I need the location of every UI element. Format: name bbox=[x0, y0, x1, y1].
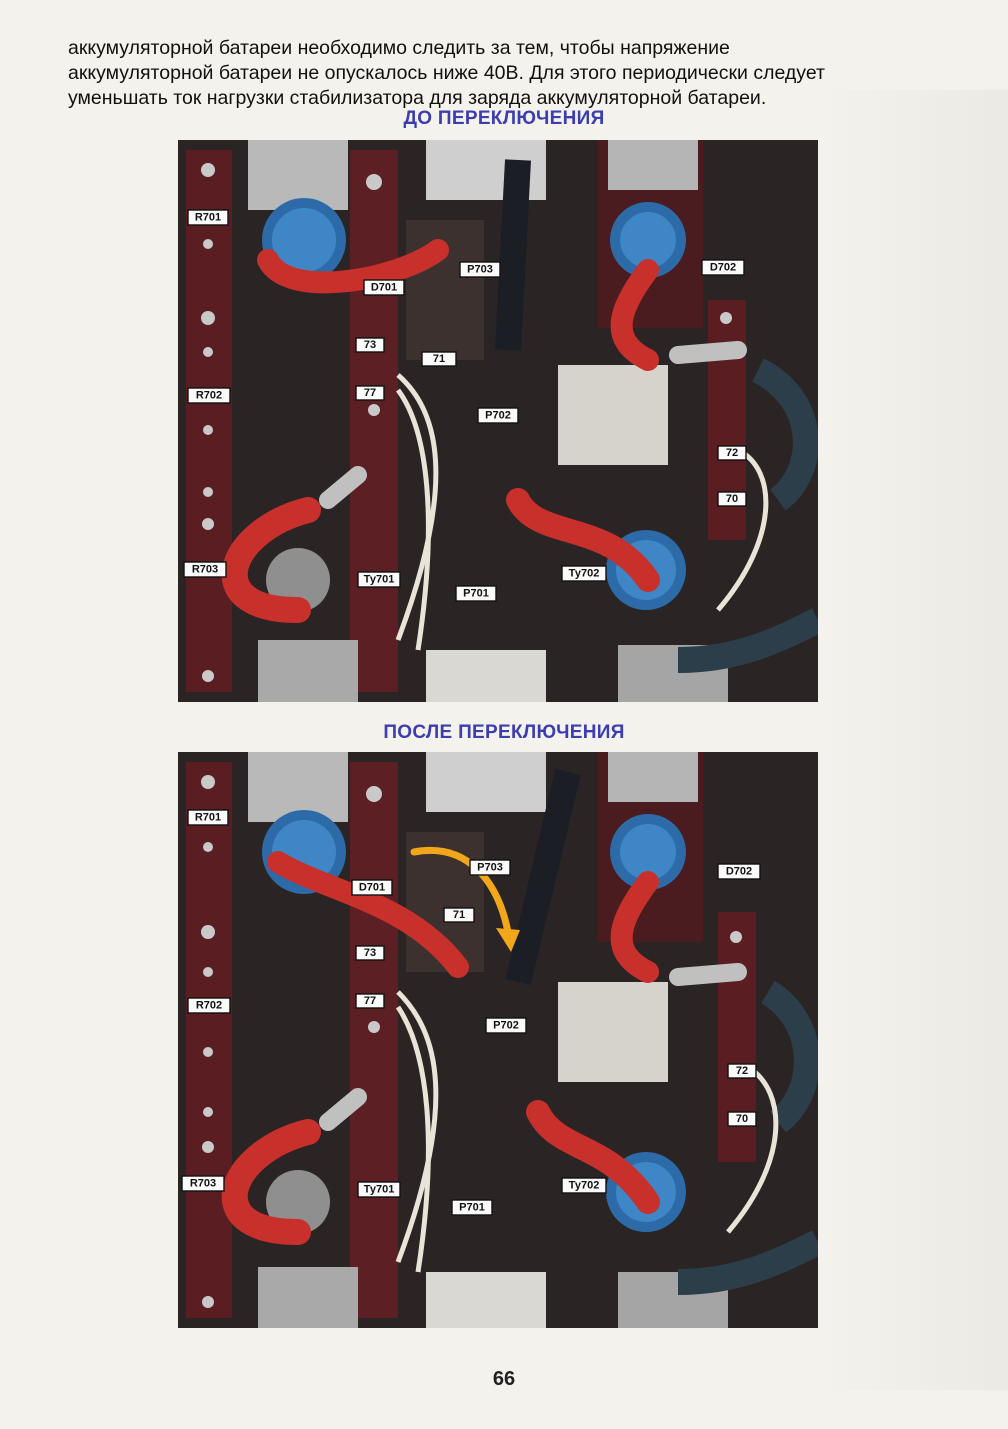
svg-text:Ту701: Ту701 bbox=[364, 1184, 395, 1196]
label-P701: P701 bbox=[451, 1199, 493, 1216]
label-73: 73 bbox=[355, 337, 385, 353]
label-71: 71 bbox=[443, 907, 475, 923]
photo-before-illustration: R701 D701 P703 D702 73 71 R702 77 P702 7… bbox=[178, 140, 818, 702]
paragraph-line: аккумуляторной батареи необходимо следит… bbox=[68, 37, 730, 59]
label-D701: D701 bbox=[363, 279, 405, 296]
label-P702: P702 bbox=[477, 407, 519, 424]
label-R702: R702 bbox=[187, 997, 231, 1014]
label-70: 70 bbox=[717, 491, 747, 507]
svg-text:D701: D701 bbox=[359, 882, 385, 894]
svg-text:73: 73 bbox=[364, 947, 376, 959]
label-P702: P702 bbox=[485, 1017, 527, 1034]
photo-after-switching: R701 P703 D701 D702 71 73 R702 77 P702 7… bbox=[178, 752, 818, 1328]
svg-text:70: 70 bbox=[726, 493, 738, 505]
label-73: 73 bbox=[355, 945, 385, 961]
svg-text:R702: R702 bbox=[196, 1000, 222, 1012]
svg-text:D701: D701 bbox=[371, 282, 397, 294]
label-R703: R703 bbox=[181, 1175, 225, 1192]
svg-text:72: 72 bbox=[726, 447, 738, 459]
svg-text:70: 70 bbox=[736, 1113, 748, 1125]
svg-text:R701: R701 bbox=[195, 812, 221, 824]
label-Ty702: Ту702 bbox=[561, 1177, 607, 1194]
svg-text:P703: P703 bbox=[467, 264, 493, 276]
label-P703: P703 bbox=[459, 261, 501, 278]
label-77: 77 bbox=[355, 385, 385, 401]
label-D702: D702 bbox=[701, 259, 745, 276]
svg-text:77: 77 bbox=[364, 387, 376, 399]
svg-text:71: 71 bbox=[433, 353, 445, 365]
label-72: 72 bbox=[727, 1063, 757, 1079]
svg-text:P701: P701 bbox=[459, 1202, 485, 1214]
label-77: 77 bbox=[355, 993, 385, 1009]
label-72: 72 bbox=[717, 445, 747, 461]
label-R702: R702 bbox=[187, 387, 231, 404]
svg-text:P701: P701 bbox=[463, 588, 489, 600]
photo-before-switching: R701 D701 P703 D702 73 71 R702 77 P702 7… bbox=[178, 140, 818, 702]
svg-text:R701: R701 bbox=[195, 212, 221, 224]
svg-text:R703: R703 bbox=[192, 564, 218, 576]
label-70: 70 bbox=[727, 1111, 757, 1127]
svg-text:Ту702: Ту702 bbox=[569, 568, 600, 580]
svg-text:P702: P702 bbox=[485, 410, 511, 422]
label-D701: D701 bbox=[351, 879, 393, 896]
label-Ty702: Ту702 bbox=[561, 565, 607, 582]
svg-text:72: 72 bbox=[736, 1065, 748, 1077]
svg-text:P703: P703 bbox=[477, 862, 503, 874]
body-paragraph: аккумуляторной батареи необходимо следит… bbox=[68, 36, 934, 111]
label-Ty701: Ту701 bbox=[357, 1181, 401, 1198]
svg-text:Ту702: Ту702 bbox=[569, 1180, 600, 1192]
label-R703: R703 bbox=[183, 561, 227, 578]
paragraph-line: уменьшать ток нагрузки стабилизатора для… bbox=[68, 87, 767, 109]
svg-text:71: 71 bbox=[453, 909, 465, 921]
paragraph-line: аккумуляторной батареи не опускалось ниж… bbox=[68, 62, 825, 84]
svg-text:D702: D702 bbox=[710, 262, 736, 274]
caption-after: ПОСЛЕ ПЕРЕКЛЮЧЕНИЯ bbox=[383, 722, 625, 743]
label-R701: R701 bbox=[187, 809, 229, 826]
label-R701: R701 bbox=[187, 209, 229, 226]
label-71: 71 bbox=[421, 351, 457, 367]
svg-text:73: 73 bbox=[364, 339, 376, 351]
svg-text:P702: P702 bbox=[493, 1020, 519, 1032]
label-Ty701: Ту701 bbox=[357, 571, 401, 588]
svg-text:R703: R703 bbox=[190, 1178, 216, 1190]
svg-text:Ту701: Ту701 bbox=[364, 574, 395, 586]
page-number: 66 bbox=[492, 1368, 516, 1390]
svg-text:R702: R702 bbox=[196, 390, 222, 402]
svg-text:D702: D702 bbox=[726, 866, 752, 878]
label-P701: P701 bbox=[455, 585, 497, 602]
label-P703: P703 bbox=[469, 859, 511, 876]
svg-text:77: 77 bbox=[364, 995, 376, 1007]
label-D702: D702 bbox=[717, 863, 761, 880]
photo-after-illustration: R701 P703 D701 D702 71 73 R702 77 P702 7… bbox=[178, 752, 818, 1328]
caption-before: ДО ПЕРЕКЛЮЧЕНИЯ bbox=[403, 108, 605, 129]
